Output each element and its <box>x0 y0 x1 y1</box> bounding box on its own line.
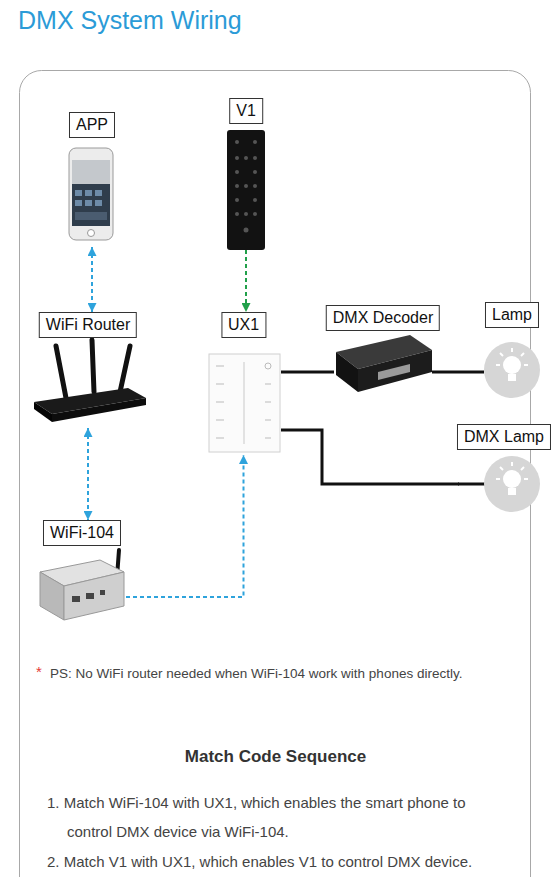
list-item: 2. Match V1 with UX1, which enables V1 t… <box>47 847 509 876</box>
device-label: UX1 <box>228 315 259 335</box>
device-label-box: UX1 <box>221 312 266 338</box>
panel-illustration <box>209 354 280 452</box>
wifi-module-illustration <box>40 550 124 620</box>
device-node: WiFi Router <box>30 312 146 428</box>
note-text: PS: No WiFi router needed when WiFi-104 … <box>50 665 530 683</box>
remote-illustration <box>227 130 265 250</box>
device-label: Lamp <box>492 305 532 325</box>
device-node: APP <box>60 112 124 247</box>
device-label-box: WiFi Router <box>39 312 137 338</box>
lamp-illustration <box>484 342 540 398</box>
dmx-lamp-illustration <box>458 456 540 512</box>
device-node: DMX Lamp <box>459 424 549 516</box>
device-node: DMX Decoder <box>334 305 432 405</box>
diagram-title: DMX System Wiring <box>18 6 242 35</box>
wireless-link <box>126 455 244 597</box>
device-node: WiFi-104 <box>38 520 126 626</box>
device-label: WiFi Router <box>46 315 130 335</box>
wireless-link <box>91 247 93 312</box>
device-label-box: WiFi-104 <box>43 520 121 546</box>
device-label-box: DMX Decoder <box>326 305 440 331</box>
device-node: UX1 <box>206 312 281 455</box>
device-label-box: Lamp <box>485 302 539 328</box>
device-label: DMX Lamp <box>464 427 544 447</box>
dmx-wire <box>432 371 484 374</box>
device-label-box: V1 <box>229 98 263 124</box>
wireless-link <box>245 250 247 312</box>
device-label-box: DMX Lamp <box>457 424 551 450</box>
device-label: APP <box>76 115 108 135</box>
device-label: DMX Decoder <box>333 308 433 328</box>
note-marker: * <box>36 663 50 681</box>
device-label: WiFi-104 <box>50 523 114 543</box>
phone-illustration <box>69 148 113 240</box>
device-node: V1 <box>220 98 272 250</box>
router-illustration <box>34 340 146 422</box>
device-label-box: APP <box>69 112 115 138</box>
list-item: 1. Match WiFi-104 with UX1, which enable… <box>47 788 509 846</box>
dmx-wire <box>281 430 459 484</box>
decoder-illustration <box>336 335 432 392</box>
section-heading: Match Code Sequence <box>0 748 551 766</box>
device-node: Lamp <box>484 302 540 398</box>
device-label: V1 <box>236 101 256 121</box>
wireless-link <box>87 428 89 520</box>
dmx-wire <box>281 371 334 374</box>
